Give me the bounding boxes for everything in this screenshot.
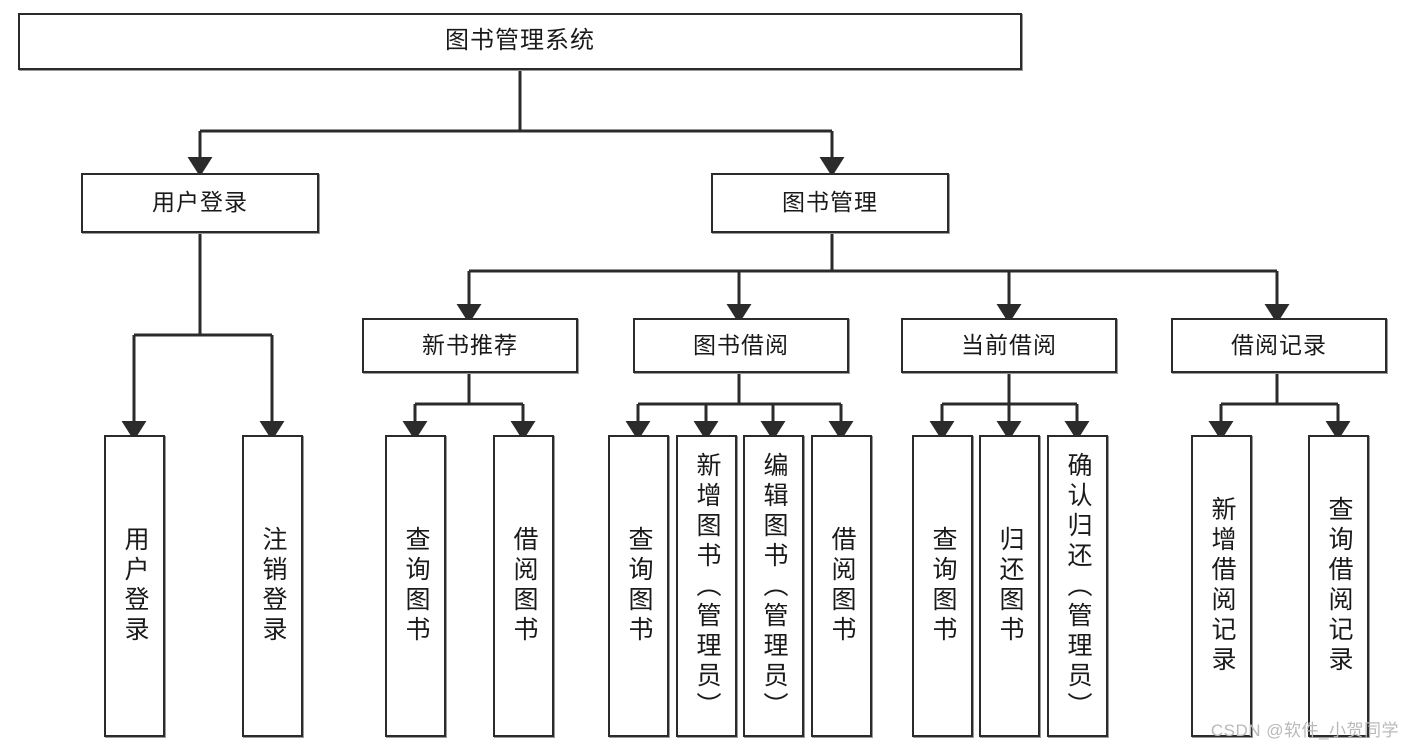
- node-borrow-record[interactable]: 借阅记录: [1171, 318, 1387, 373]
- node-leaf-borrow-query-book[interactable]: 查询图书: [608, 435, 669, 737]
- node-label: 新增借阅记录: [1208, 496, 1236, 676]
- node-label: 图书管理: [782, 189, 878, 216]
- node-leaf-current-confirm-return-admin[interactable]: 确认归还（管理员）: [1047, 435, 1108, 737]
- node-book-borrow[interactable]: 图书借阅: [633, 318, 849, 373]
- node-new-book-recommend[interactable]: 新书推荐: [362, 318, 578, 373]
- node-leaf-borrow-borrow-book[interactable]: 借阅图书: [811, 435, 872, 737]
- node-label: 图书管理系统: [445, 27, 595, 55]
- node-label: 新增图书（管理员）: [693, 452, 721, 722]
- node-label: 借阅图书: [828, 526, 856, 646]
- node-leaf-record-add-record[interactable]: 新增借阅记录: [1191, 435, 1252, 737]
- node-label: 借阅图书: [510, 526, 538, 646]
- node-leaf-user-login-login[interactable]: 用户登录: [104, 435, 165, 737]
- node-label: 查询借阅记录: [1325, 496, 1353, 676]
- node-label: 查询图书: [625, 526, 653, 646]
- node-leaf-current-return-book[interactable]: 归还图书: [979, 435, 1040, 737]
- node-label: 编辑图书（管理员）: [760, 452, 788, 722]
- node-label: 查询图书: [402, 526, 430, 646]
- node-leaf-borrow-add-book-admin[interactable]: 新增图书（管理员）: [676, 435, 737, 737]
- watermark: CSDN @软件_小贺同学: [1210, 721, 1399, 740]
- node-label: 当前借阅: [961, 331, 1057, 358]
- node-leaf-newbook-borrow-book[interactable]: 借阅图书: [493, 435, 554, 737]
- node-user-login[interactable]: 用户登录: [81, 173, 319, 233]
- node-label: 注销登录: [259, 526, 287, 646]
- node-label: 用户登录: [121, 526, 149, 646]
- node-label: 新书推荐: [422, 331, 518, 358]
- node-leaf-record-query-record[interactable]: 查询借阅记录: [1308, 435, 1369, 737]
- node-label: 图书借阅: [693, 331, 789, 358]
- node-leaf-user-login-logout[interactable]: 注销登录: [242, 435, 303, 737]
- node-label: 归还图书: [996, 526, 1024, 646]
- node-book-management[interactable]: 图书管理: [711, 173, 949, 233]
- node-leaf-borrow-edit-book-admin[interactable]: 编辑图书（管理员）: [743, 435, 804, 737]
- node-label: 借阅记录: [1231, 331, 1327, 358]
- node-leaf-current-query-book[interactable]: 查询图书: [912, 435, 973, 737]
- node-current-borrow[interactable]: 当前借阅: [901, 318, 1117, 373]
- node-label: 查询图书: [929, 526, 957, 646]
- node-label: 用户登录: [152, 189, 248, 216]
- node-root-book-management-system[interactable]: 图书管理系统: [18, 13, 1022, 70]
- node-label: 确认归还（管理员）: [1064, 452, 1092, 722]
- node-leaf-newbook-query-book[interactable]: 查询图书: [385, 435, 446, 737]
